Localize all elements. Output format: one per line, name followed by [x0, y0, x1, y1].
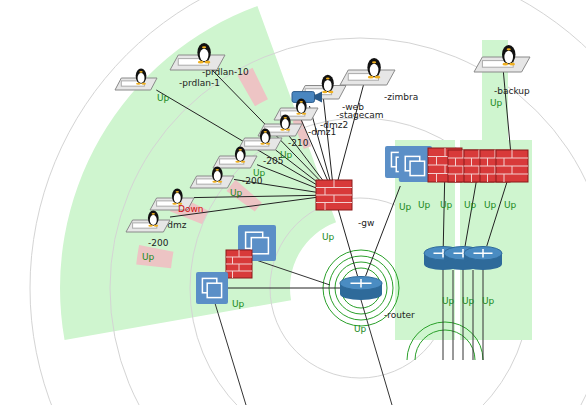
ring-line [190, 118, 530, 405]
vm-icon-node: Up [196, 272, 228, 304]
host-name: -prdlan-10 [202, 67, 249, 78]
server-icon-node: Down-dmz [150, 186, 194, 210]
link-wire [256, 260, 330, 285]
link-line [228, 288, 340, 289]
server-icon [126, 208, 170, 232]
status-label: Up [232, 299, 244, 310]
host-name: -dmz1 [308, 127, 336, 138]
server-icon-node: -200Up [190, 164, 234, 188]
host-name: -210 [288, 138, 308, 149]
link-line [156, 90, 316, 184]
link-line [366, 186, 401, 276]
link-line [338, 85, 363, 180]
server-icon [115, 66, 157, 90]
vm-icon [196, 272, 228, 304]
link-line [443, 182, 444, 246]
router-icon-node: Up [464, 246, 502, 270]
host-name: -prdlan-1 [179, 78, 220, 89]
ring-line [110, 38, 586, 405]
host-name: -router [384, 310, 415, 321]
status-label: Up [484, 200, 496, 211]
status-label: Up [354, 324, 366, 335]
host-name: -stagecam [336, 110, 383, 121]
status-label: Up [157, 93, 169, 104]
alert-sector [136, 245, 173, 268]
link-wire [483, 270, 484, 360]
ring-line [415, 330, 475, 360]
sector-band [60, 6, 336, 340]
link-line [465, 182, 476, 246]
ring-line [335, 262, 387, 314]
vm-icon-node: Up [385, 146, 431, 186]
ring-line [341, 268, 381, 308]
host-name: -backup [494, 86, 530, 97]
router-icon [464, 246, 502, 270]
server-icon-node: -prdlan-10 [170, 40, 225, 70]
status-label: Up [440, 200, 452, 211]
link-wire [473, 270, 474, 360]
router-icon-node: -routerUp [340, 276, 382, 300]
status-label: Up [464, 200, 476, 211]
server-icon-node: -210Up [238, 126, 282, 150]
host-name: -gw [358, 218, 374, 229]
server-icon-node: -prdlan-1Up [115, 66, 157, 90]
status-label: Down [178, 204, 204, 215]
firewall-icon [316, 180, 352, 210]
firewall-icon-node: Up [496, 150, 528, 182]
ring-line [407, 322, 483, 360]
server-icon-node: -backupUp [474, 42, 530, 72]
server-icon-node: -dmz2 [274, 96, 318, 120]
status-label: Up [504, 200, 516, 211]
host-name: -200 [242, 176, 262, 187]
server-icon [190, 164, 234, 188]
status-label: Up [399, 202, 411, 213]
vm-icon [385, 146, 431, 186]
server-icon-node: -205Up [213, 144, 257, 168]
firewall-icon [226, 250, 252, 278]
link-wire [463, 270, 464, 360]
link-line [487, 182, 507, 246]
status-label: Up [142, 252, 154, 263]
status-label: Up [322, 232, 334, 243]
status-label: Up [462, 296, 474, 307]
status-label: Up [482, 296, 494, 307]
server-icon [238, 126, 282, 150]
server-icon-node: -zimbra [340, 55, 395, 85]
link-line [194, 195, 316, 197]
server-icon-node: -200Up [126, 208, 170, 232]
status-label: Up [418, 200, 430, 211]
link-line [338, 210, 357, 276]
link-line [503, 72, 510, 150]
status-label: Up [442, 296, 454, 307]
host-name: -200 [148, 238, 168, 249]
host-name: -205 [263, 156, 283, 167]
firewall-icon-node: -gwUp [316, 180, 352, 210]
host-name: -zimbra [384, 92, 418, 103]
server-icon [340, 55, 395, 85]
sector-band [460, 140, 532, 340]
link-wire [214, 300, 246, 405]
server-icon [170, 40, 225, 70]
server-icon [474, 42, 530, 72]
server-icon [274, 96, 318, 120]
link-wire [453, 270, 454, 360]
ring-line [30, 0, 586, 405]
firewall-icon [496, 150, 528, 182]
status-label: Up [490, 98, 502, 109]
router-icon [340, 276, 382, 300]
link-wire [443, 270, 444, 360]
link-line [323, 99, 332, 180]
status-label: Up [230, 188, 242, 199]
server-icon [213, 144, 257, 168]
